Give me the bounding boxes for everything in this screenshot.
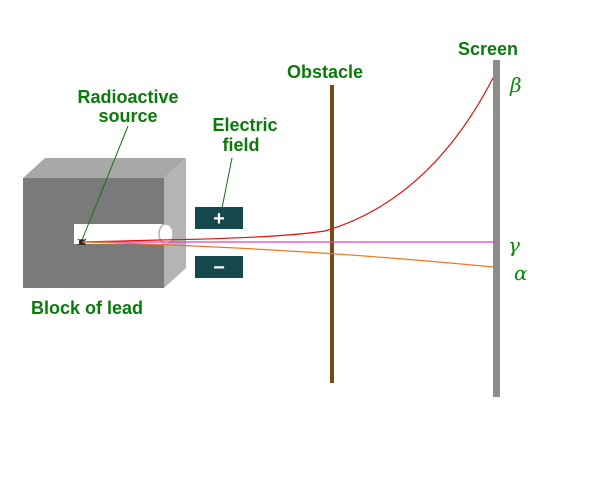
lead-block [23, 158, 186, 288]
block-of-lead-label: Block of lead [31, 298, 143, 318]
beta-label: β [509, 73, 522, 97]
obstacle-label: Obstacle [287, 62, 363, 82]
electric-field-label-line2: field [222, 135, 259, 155]
screen-bar [493, 60, 500, 397]
lead-block-channel [74, 224, 166, 244]
negative-plate-sign: − [213, 257, 225, 279]
radioactive-source-label-line2: source [98, 106, 157, 126]
electric-field-label-line1: Electric [212, 115, 277, 135]
source-pointer-line [81, 125, 129, 241]
lead-block-top [23, 158, 186, 178]
screen-label: Screen [458, 39, 518, 59]
gamma-label: γ [508, 233, 520, 257]
alpha-label: α [514, 261, 528, 285]
positive-plate [195, 207, 243, 229]
radioactive-source-label-line1: Radioactive [77, 87, 178, 107]
lead-block-side [164, 158, 186, 288]
beta-path [81, 77, 494, 243]
field-pointer-line [221, 157, 233, 209]
radiation-paths [81, 77, 497, 268]
positive-plate-sign: + [213, 208, 225, 230]
lead-block-channel-opening [158, 223, 174, 245]
obstacle-bar [330, 85, 334, 383]
negative-plate [195, 256, 243, 278]
electric-field-plates: + − [195, 207, 243, 279]
alpha-path [81, 241, 494, 268]
